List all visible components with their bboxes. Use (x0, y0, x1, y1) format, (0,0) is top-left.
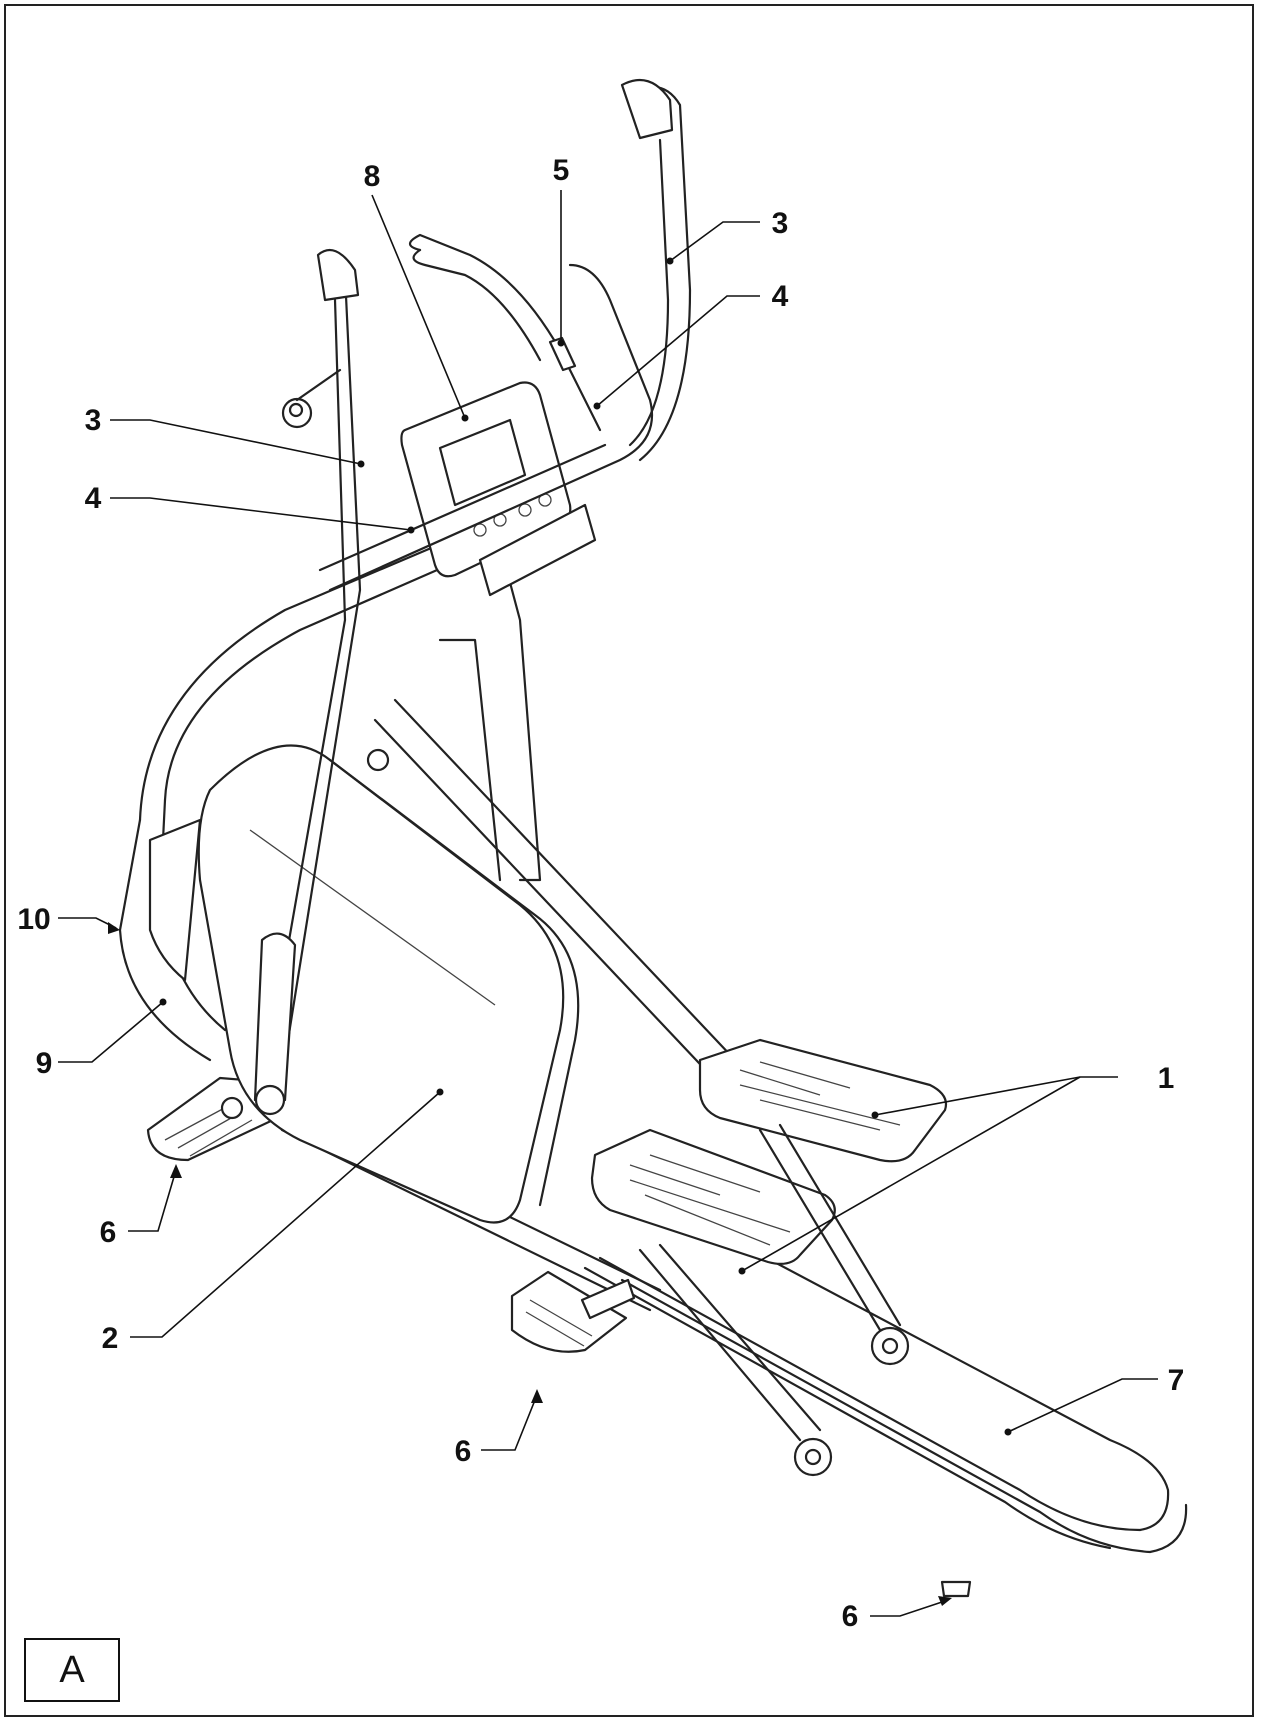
callout-labels: 1 2 3 3 4 4 5 6 6 6 7 8 9 10 (17, 154, 1184, 1633)
callout-10: 10 (17, 903, 50, 936)
callout-6-left: 6 (100, 1216, 117, 1249)
callout-6-bottom: 6 (842, 1600, 859, 1633)
callout-9: 9 (36, 1047, 53, 1080)
callout-6-middle: 6 (455, 1435, 472, 1468)
callout-4-left: 4 (85, 482, 102, 515)
callout-2: 2 (102, 1322, 119, 1355)
callout-1: 1 (1158, 1062, 1175, 1095)
callout-3-left: 3 (85, 404, 102, 437)
callout-leaders (58, 190, 1158, 1617)
figure-label: A (24, 1638, 120, 1702)
callout-5: 5 (553, 154, 570, 187)
elliptical-trainer-illustration (118, 78, 1188, 1598)
callout-4-right: 4 (772, 280, 789, 313)
callout-3-right: 3 (772, 207, 789, 240)
callout-8: 8 (364, 160, 381, 193)
callout-7: 7 (1168, 1364, 1185, 1397)
